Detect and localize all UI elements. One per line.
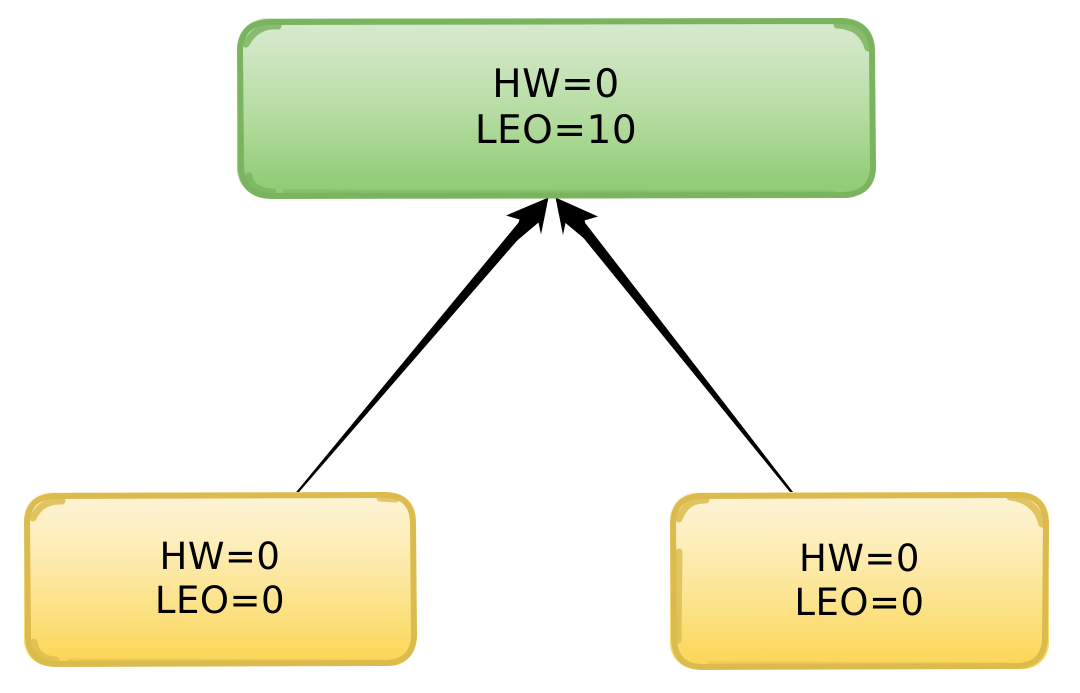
node-root-label: HW=0 LEO=10: [475, 62, 637, 154]
node-left-child-line1: HW=0: [159, 535, 281, 579]
node-left-child-line2: LEO=0: [154, 579, 286, 622]
node-left-child-label: HW=0 LEO=0: [155, 535, 285, 622]
node-root[interactable]: HW=0 LEO=10: [237, 18, 876, 199]
edge-right-arrowhead: [555, 197, 598, 246]
node-right-child-line2: LEO=0: [794, 580, 925, 624]
node-left-child[interactable]: HW=0 LEO=0: [24, 492, 417, 667]
node-right-child[interactable]: HW=0 LEO=0: [670, 492, 1049, 670]
edge-right-to-root: [555, 197, 797, 497]
node-right-child-label: HW=0 LEO=0: [794, 537, 924, 624]
edge-left-arrowhead: [506, 197, 549, 245]
node-root-line1: HW=0: [492, 61, 620, 107]
edge-left-to-root: [292, 197, 549, 497]
edge-left-shaft: [292, 222, 528, 497]
edge-right-shaft: [577, 224, 797, 497]
node-root-line2: LEO=10: [474, 108, 638, 153]
node-right-child-line1: HW=0: [799, 536, 920, 580]
